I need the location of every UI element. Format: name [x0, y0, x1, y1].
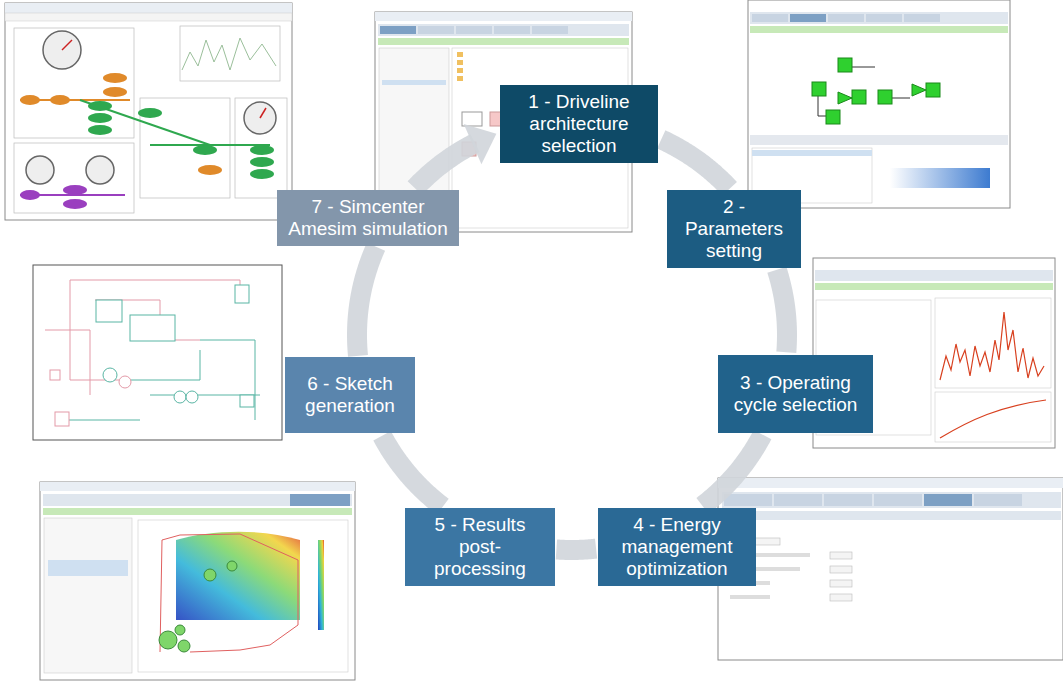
parameters-screenshot — [748, 0, 1010, 208]
step-label: 6 - Sketch generation — [295, 373, 405, 417]
cycle-connector — [661, 139, 729, 188]
dashboard-screenshot — [5, 3, 292, 220]
step-box: 6 - Sketch generation — [285, 357, 415, 433]
cycle-connector — [382, 436, 443, 507]
step-label: 1 - Driveline architecture selection — [510, 91, 648, 157]
cycle-connector — [357, 247, 376, 356]
step-box: 7 - Simcenter Amesim simulation — [277, 190, 459, 246]
cycle-connector — [777, 270, 787, 352]
step-label: 3 - Operating cycle selection — [728, 372, 863, 416]
cycle-connector — [702, 435, 762, 506]
step-box: 5 - Results post-processing — [405, 508, 555, 586]
step-label: 7 - Simcenter Amesim simulation — [287, 196, 449, 240]
step-box: 2 - Parameters setting — [667, 190, 801, 268]
results-screenshot — [40, 482, 355, 680]
cycle-connector — [415, 143, 475, 188]
sketch-screenshot — [33, 265, 282, 440]
step-box: 1 - Driveline architecture selection — [500, 85, 658, 163]
step-box: 3 - Operating cycle selection — [718, 355, 873, 433]
step-label: 5 - Results post-processing — [415, 514, 545, 580]
optimization-screenshot — [718, 478, 1063, 660]
step-label: 2 - Parameters setting — [677, 196, 791, 262]
step-label: 4 - Energy management optimization — [608, 514, 746, 580]
arrow-head — [464, 124, 497, 164]
cycle-connector — [556, 549, 596, 550]
step-box: 4 - Energy management optimization — [598, 508, 756, 586]
